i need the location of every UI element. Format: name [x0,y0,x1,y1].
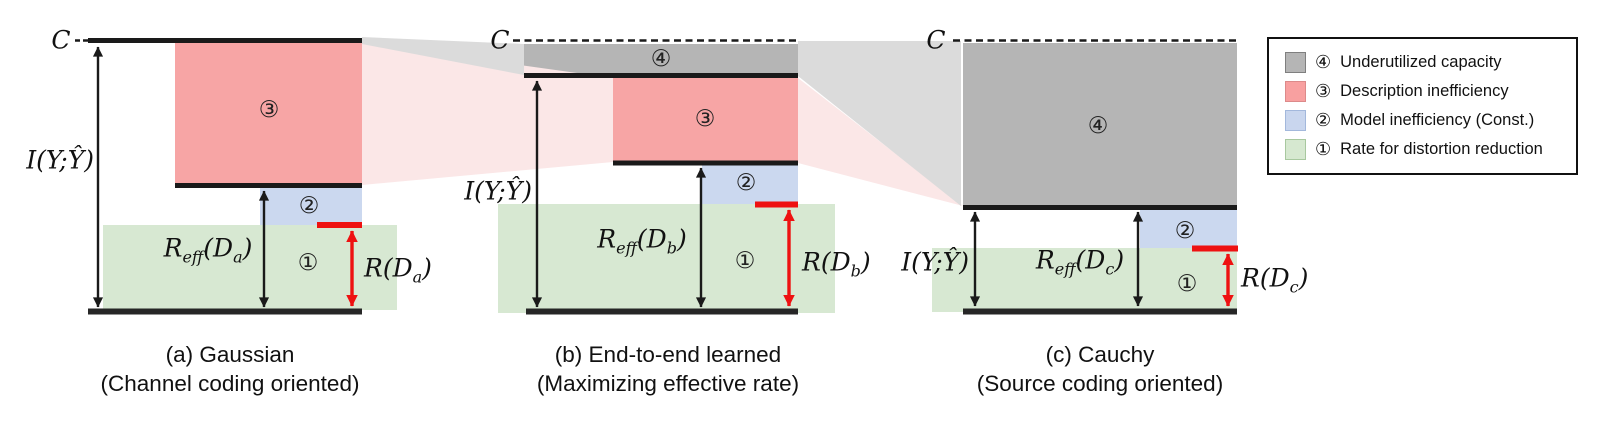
legend-chip-green-icon [1285,139,1306,160]
connector-gray-b-c [798,41,961,206]
legend-chip-blue-icon [1285,110,1306,131]
panel-a-number-blue: ② [298,193,320,219]
legend-symbol: ① [1315,139,1332,160]
connector-pink-a-b [362,43,613,185]
legend-item-label: Rate for distortion reduction [1340,140,1543,158]
legend-box: ④ Underutilized capacity ③ Description i… [1267,37,1578,175]
panel-b-capacity-label: C [490,25,510,55]
legend-item-model-inefficiency: ② Model inefficiency (Const.) [1285,110,1568,131]
panel-c-effective-rate-label: Reff(Dc) [1035,245,1125,279]
panel-b-number-gray: ④ [650,46,672,72]
panel-b-number-green: ① [734,248,756,274]
panel-b-effective-rate-label: Reff(Db) [597,224,687,258]
connector-gray-a-b [362,37,524,75]
panel-c-capacity-label: C [926,25,946,55]
panel-a-rd-label: R(Da) [364,253,432,287]
legend-symbol: ② [1315,110,1332,131]
panel-c-number-blue: ② [1174,218,1196,244]
panel-c-rd-label: R(Dc) [1241,263,1309,297]
legend-item-label: Description inefficiency [1340,82,1509,100]
panel-b-region-model-inefficiency [702,165,798,204]
panel-a-effective-rate-label: Reff(Da) [163,233,253,267]
panel-b-region-rate-distortion [498,204,835,313]
panel-a-caption-line2: (Channel coding oriented) [100,370,360,396]
panel-c-mutual-info-label: I(Y;Ŷ) [901,247,969,277]
panel-a-capacity-label: C [51,25,71,55]
panel-a-region-description-inefficiency [175,43,362,185]
panel-b-number-blue: ② [735,170,757,196]
panel-b-number-red: ③ [694,106,716,132]
panel-b-rd-label: R(Db) [802,247,871,281]
panel-a-caption-line1: (a) Gaussian [165,342,295,367]
legend-chip-gray-icon [1285,52,1306,73]
panel-b-region-underutilized-capacity [524,44,798,75]
legend-chip-red-icon [1285,81,1306,102]
panel-b-mutual-info-label: I(Y;Ŷ) [464,176,532,206]
legend-symbol: ④ [1315,52,1332,73]
panel-a-mutual-info-label: I(Y;Ŷ) [26,145,94,175]
panel-a-region-model-inefficiency [260,188,362,225]
panel-c-region-rate-distortion [932,248,1237,312]
legend-symbol: ③ [1315,81,1332,102]
panel-b-caption: (b) End-to-end learned (Maximizing effec… [468,341,868,398]
legend-item-underutilized-capacity: ④ Underutilized capacity [1285,52,1568,73]
panel-a-caption: (a) Gaussian (Channel coding oriented) [30,341,430,398]
panel-c-number-green: ① [1176,271,1198,297]
panel-a-number-red: ③ [258,97,280,123]
panel-b-caption-line1: (b) End-to-end learned [554,342,782,367]
panel-c-caption: (c) Cauchy (Source coding oriented) [900,341,1300,398]
legend-item-description-inefficiency: ③ Description inefficiency [1285,81,1568,102]
panel-c-region-underutilized-capacity [963,43,1237,207]
panel-a-number-green: ① [297,250,319,276]
panel-c-caption-line1: (c) Cauchy [1045,342,1155,367]
panel-c-region-model-inefficiency [1140,210,1237,248]
panel-c-caption-line2: (Source coding oriented) [976,370,1224,396]
panel-b-region-description-inefficiency [613,78,798,163]
legend-item-rate-distortion-reduction: ① Rate for distortion reduction [1285,139,1568,160]
legend-item-label: Underutilized capacity [1340,53,1502,71]
legend-item-label: Model inefficiency (Const.) [1340,111,1535,129]
panel-c-number-gray: ④ [1087,113,1109,139]
panel-b-caption-line2: (Maximizing effective rate) [536,370,800,396]
